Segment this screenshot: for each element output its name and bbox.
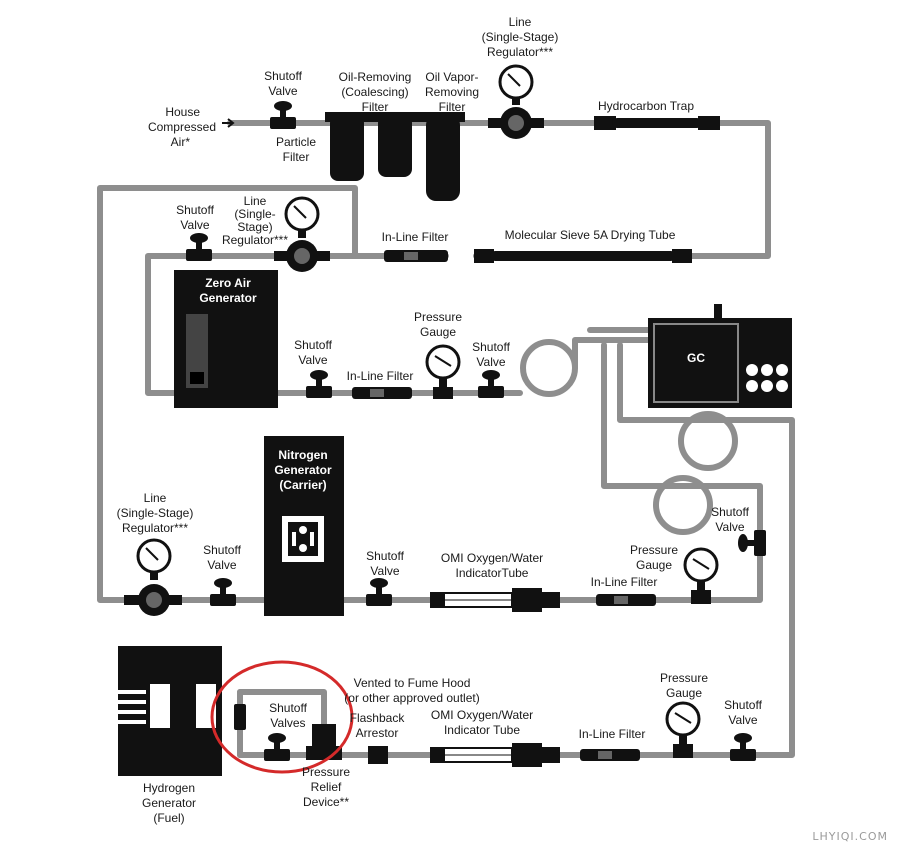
label-row4-regulator: Line(Single-Stage)Regulator*** [117,491,194,535]
label-top-regulator: Line(Single-Stage)Regulator*** [482,15,559,59]
oil-removing-filter-icon [378,115,412,177]
label-mol-sieve: Molecular Sieve 5A Drying Tube [505,228,676,242]
regulator-icon[interactable] [274,196,330,272]
label-row3-inline: In-Line Filter [347,369,414,383]
valve-icon[interactable] [186,233,212,261]
particle-filter-icon [330,115,364,181]
label-gc: GC [687,351,705,365]
molecular-sieve-tube-icon [474,249,692,263]
hydrocarbon-trap-icon [594,116,720,130]
pressure-gauge-icon [665,701,701,758]
inline-filter-icon [580,749,640,761]
hydrogen-generator [118,646,222,776]
label-vented: Vented to Fume Hood(or other approved ou… [344,676,479,705]
valve-icon[interactable] [234,704,246,730]
valve-icon[interactable] [210,578,236,606]
gc-instrument [648,304,792,408]
label-oil-removing: Oil-Removing(Coalescing)Filter [339,70,412,114]
label-row4-inline: In-Line Filter [591,575,658,589]
row4-equipment [124,530,766,616]
label-hydrocarbon: Hydrocarbon Trap [598,99,694,113]
row2-equipment [186,196,692,272]
pressure-gauge-icon [683,547,719,604]
row3-equipment [306,344,504,399]
omi-indicator-tube-icon [430,588,560,612]
valve-icon[interactable] [738,530,766,556]
zero-air-generator [174,270,278,408]
highlight-circle [210,660,354,774]
pressure-relief-device-icon [306,724,342,760]
valve-icon[interactable] [270,101,296,129]
valve-icon[interactable] [478,370,504,398]
valve-icon[interactable] [264,733,290,761]
top-row-equipment [222,64,720,201]
valve-icon[interactable] [730,733,756,761]
omi-indicator-tube-icon [430,743,560,767]
nitrogen-generator [264,436,344,616]
arrow-right-icon [222,118,235,128]
inline-filter-icon [384,250,448,262]
label-za-inline: In-Line Filter [382,230,449,244]
regulator-icon[interactable] [488,64,544,139]
row5-equipment [234,701,756,767]
pressure-gauge-icon [425,344,461,399]
valve-icon[interactable] [306,370,332,398]
regulator-icon[interactable] [124,538,182,616]
inline-filter-icon [596,594,656,606]
label-row5-inline: In-Line Filter [579,727,646,741]
valve-icon[interactable] [366,578,392,606]
inline-filter-icon [352,387,412,399]
oil-vapor-filter-icon [426,115,460,201]
watermark: LHYIQI.COM [812,830,888,843]
label-za-regulator: Line(Single-Stage)Regulator*** [222,194,288,247]
flashback-arrestor-icon [368,746,388,764]
